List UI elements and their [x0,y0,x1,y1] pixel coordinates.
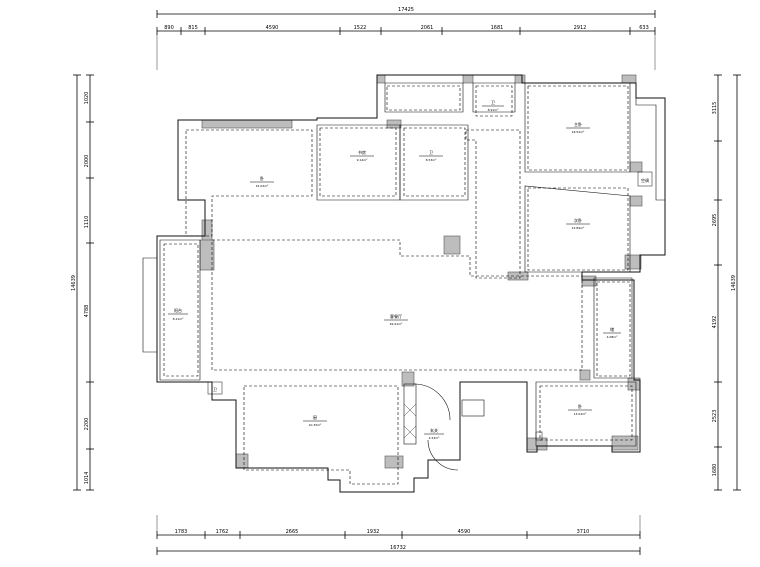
right-dim-5: 1680 [712,464,718,477]
bottom-dim-4: 1932 [367,529,380,535]
room-label-bedroom-3: 卧 [578,403,582,409]
bottom-dim-5: 4590 [458,529,471,535]
top-total: 17425 [398,7,414,13]
room-area-entry: 4.53m² [429,436,441,440]
left-dim-2: 2000 [84,155,90,168]
top-dim-3: 4590 [266,25,279,31]
room-label-balcony: 阳台 [174,307,182,313]
room-area-kitchen: 10.35m² [309,423,323,427]
left-total: 14639 [71,275,77,291]
room-labels: 卫 8.91m² 主卧 18.52m² 次卧 15.89m² 卧 15.02m²… [168,100,649,440]
small-label-ac: 空调 [641,177,649,183]
top-dim-8: 633 [639,25,649,31]
walls [142,74,666,493]
top-dim-1: 890 [164,25,174,31]
top-dim-5: 2061 [421,25,434,31]
room-label-entry: 玄关 [430,427,438,433]
room-area-bath-b: 8.53m² [426,158,438,162]
room-label-living: 客餐厅 [390,313,402,319]
right-dimensions: 3115 2695 4192 2523 1680 14639 [712,74,741,491]
room-area-bath-a: 8.91m² [488,108,500,112]
top-dim-2: 815 [188,25,198,31]
room-label-bath-b: 卫 [429,150,433,155]
bottom-total: 16732 [390,545,406,551]
room-area-balcony: 8.21m² [173,317,185,321]
bottom-dimensions: 1783 1762 2665 1932 4590 3710 16732 [156,515,641,555]
left-dim-6: 1014 [84,472,90,485]
room-label-study: 书房 [358,149,366,155]
top-dim-7: 2912 [574,25,587,31]
small-label-br: 卫 [213,387,217,392]
room-area-study: 9.14m² [357,158,369,162]
top-dim-4: 1522 [354,25,367,31]
bottom-dim-2: 1762 [216,529,229,535]
left-dim-1: 1020 [84,92,90,105]
room-label-kitchen: 厨 [313,414,317,420]
room-label-bedroom-2: 次卧 [574,217,582,223]
room-label-storage: 储 [610,326,614,332]
room-area-bedroom-3: 13.02m² [574,412,588,416]
room-area-bedroom-left: 15.02m² [256,184,270,188]
bottom-dim-6: 3710 [577,529,590,535]
room-area-storage: 4.08m² [607,335,619,339]
room-label-master-bedroom: 主卧 [574,121,582,127]
right-total: 14639 [731,275,737,291]
room-area-bedroom-2: 15.89m² [572,226,586,230]
room-area-master-bedroom: 18.52m² [572,130,586,134]
left-dimensions: 14639 1020 2000 1110 4788 2200 1014 [71,74,94,491]
room-label-bedroom-left: 卧 [260,175,264,181]
right-dim-4: 2523 [712,410,718,423]
left-dim-5: 2200 [84,418,90,431]
room-area-living: 49.91m² [390,322,404,326]
left-dim-3: 1110 [84,216,90,229]
top-dim-6: 1681 [491,25,504,31]
bottom-dim-1: 1783 [175,529,188,535]
room-boundaries [163,85,633,485]
left-dim-4: 4788 [84,305,90,318]
right-dim-2: 2695 [712,214,718,227]
top-dimensions: 17425 890 815 4590 1522 2061 1681 2912 6… [156,7,656,70]
right-dim-1: 3115 [712,102,718,115]
room-label-bath-a: 卫 [491,100,495,105]
bottom-dim-3: 2665 [286,529,299,535]
right-dim-3: 4192 [712,316,718,329]
